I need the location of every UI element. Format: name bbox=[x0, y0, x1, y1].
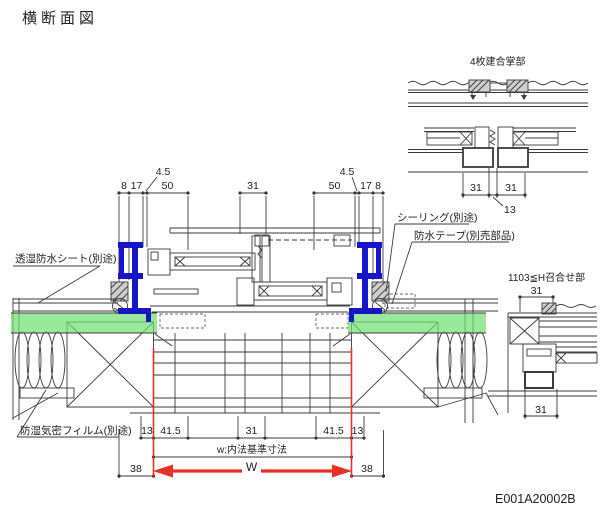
dim-4-5-left: 4.5 bbox=[156, 166, 171, 178]
dim-17-left: 17 bbox=[131, 180, 143, 192]
dim-41-5-left: 41.5 bbox=[160, 425, 181, 437]
dim-17-right: 17 bbox=[360, 180, 372, 192]
detail-gassho-title: 4枚建合掌部 bbox=[470, 55, 526, 68]
leader-labels: 透湿防水シート(別途) シーリング(別途) 防水テープ(別売部品) 防湿気密フィ… bbox=[13, 211, 515, 438]
meeting-dim-31-bottom: 31 bbox=[535, 404, 547, 416]
dim-50-right: 50 bbox=[329, 180, 341, 192]
dim-38-left: 38 bbox=[130, 463, 142, 475]
main-drawing: 8 17 4.5 50 31 50 4.5 17 8 bbox=[11, 166, 515, 478]
dim-31-center: 31 bbox=[247, 180, 259, 192]
right-jamb-blue bbox=[349, 242, 382, 322]
dim-8-right: 8 bbox=[375, 180, 381, 192]
label-airtight-film: 防湿気密フィルム(別途) bbox=[20, 424, 132, 437]
dim-8-left: 8 bbox=[121, 180, 127, 192]
drawing-title: 横断面図 bbox=[22, 10, 98, 27]
interior-sash-stile-left bbox=[236, 277, 255, 306]
bottom-dimensions: 13 41.5 31 41.5 13 w:内法基準寸法 38 38 bbox=[117, 416, 386, 478]
label-sealing: シーリング(別途) bbox=[397, 211, 478, 224]
green-band-right bbox=[348, 313, 486, 333]
red-opening-marks: W bbox=[152, 348, 353, 478]
interior-sash-stile-right bbox=[326, 277, 353, 306]
meeting-dim-31-top: 31 bbox=[531, 285, 543, 297]
dim-w-standard-label: w:内法基準寸法 bbox=[216, 443, 287, 456]
meeting-stile-outer bbox=[251, 235, 261, 283]
drawing-code: E001A20002B bbox=[495, 492, 576, 506]
detail-meeting: 1103≦H召合せ部 31 31 bbox=[488, 271, 598, 419]
dim-4-5-right: 4.5 bbox=[340, 166, 355, 178]
dim-13-right: 13 bbox=[352, 425, 364, 437]
left-jamb-blue bbox=[118, 242, 151, 322]
green-bands bbox=[11, 313, 486, 333]
exterior-glass bbox=[169, 252, 256, 271]
dim-13-left: 13 bbox=[141, 425, 153, 437]
label-waterproof-tape: 防水テープ(別売部品) bbox=[414, 229, 515, 242]
label-waterproof-sheet: 透湿防水シート(別途) bbox=[15, 252, 117, 265]
detail-gassho: 4枚建合掌部 31 31 bbox=[407, 55, 589, 216]
window-frame-section bbox=[147, 227, 416, 329]
top-dimensions: 8 17 4.5 50 31 50 4.5 17 8 bbox=[117, 166, 385, 298]
gassho-dim-31-left: 31 bbox=[470, 182, 482, 194]
interior-glass bbox=[253, 281, 328, 301]
dim-41-5-right: 41.5 bbox=[323, 425, 344, 437]
dim-50-left: 50 bbox=[162, 180, 174, 192]
green-band-left bbox=[11, 313, 157, 333]
gassho-dim-13: 13 bbox=[504, 204, 516, 216]
sash-handle bbox=[153, 288, 199, 295]
detail-meeting-title: 1103≦H召合せ部 bbox=[508, 271, 585, 284]
dim-w: W bbox=[246, 460, 258, 474]
dim-31-bottom: 31 bbox=[246, 425, 258, 437]
gassho-dim-31-right: 31 bbox=[505, 182, 517, 194]
under-sill-grid bbox=[67, 333, 438, 414]
roller-box-right bbox=[333, 234, 351, 247]
dim-38-right: 38 bbox=[361, 463, 373, 475]
